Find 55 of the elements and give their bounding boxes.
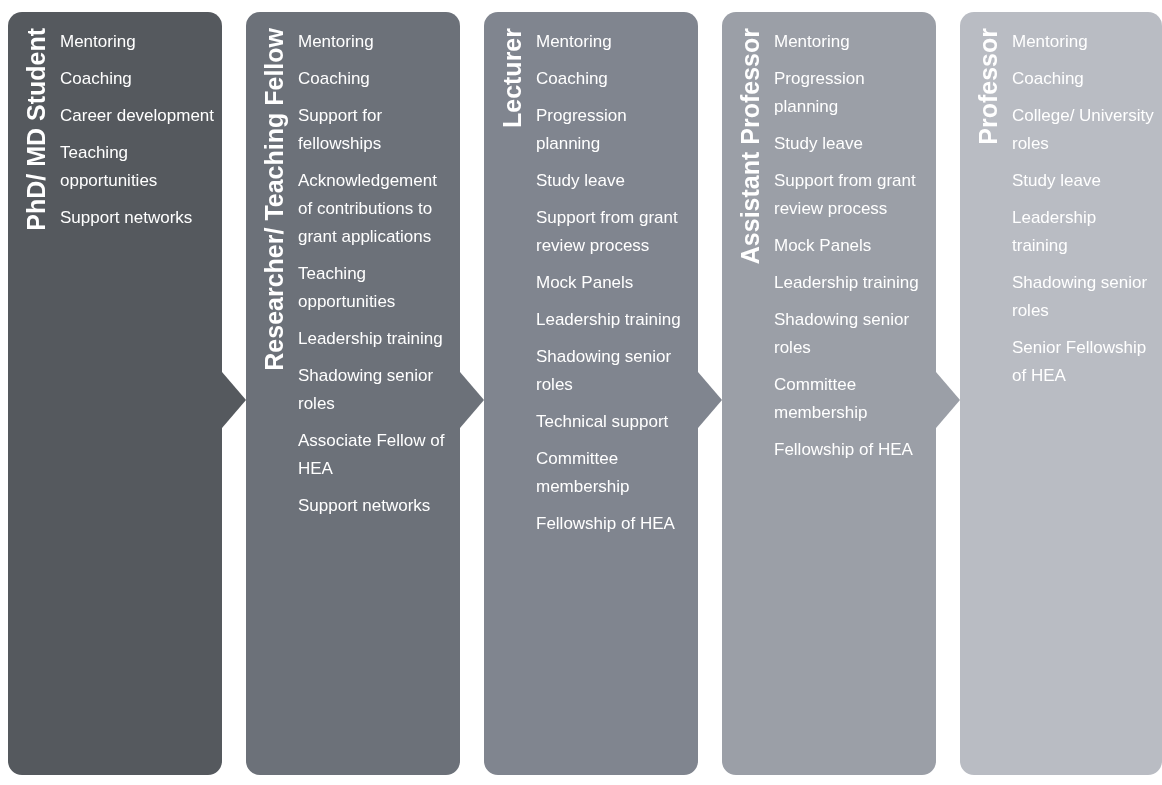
stage-title: Assistant Professor — [735, 28, 765, 265]
stage-title: Lecturer — [497, 28, 527, 129]
support-item: Shadowing senior roles — [298, 365, 435, 415]
support-item: Leadership training — [536, 309, 682, 331]
support-item: Support for fellowships — [298, 105, 384, 155]
support-item: Teaching opportunities — [60, 142, 159, 192]
chevron-arrow — [460, 372, 484, 428]
support-item: Study leave — [536, 170, 626, 192]
support-item: Leadership training — [298, 328, 444, 350]
stage-title: Researcher/ Teaching Fellow — [259, 28, 289, 371]
stage-title: Professor — [973, 28, 1003, 145]
stage-title: PhD/ MD Student — [21, 28, 51, 231]
support-item: Coaching — [60, 68, 133, 90]
support-item: Leadership training — [774, 272, 920, 294]
support-item: Committee membership — [774, 374, 869, 424]
support-item: Mentoring — [60, 31, 137, 53]
chevron-arrow — [222, 372, 246, 428]
support-item: Mentoring — [1012, 31, 1089, 53]
support-item: Teaching opportunities — [298, 263, 397, 313]
support-item: Progression planning — [774, 68, 866, 118]
support-item: Mentoring — [774, 31, 851, 53]
support-item: Shadowing senior roles — [1012, 272, 1149, 322]
support-item: Shadowing senior roles — [536, 346, 673, 396]
support-item: Coaching — [1012, 68, 1085, 90]
support-item: Associate Fellow of HEA — [298, 430, 446, 480]
stage-column — [960, 12, 1162, 775]
stage-column — [484, 12, 698, 775]
support-item: Shadowing senior roles — [774, 309, 911, 359]
support-item: Mentoring — [536, 31, 613, 53]
support-item: Acknowledgement of contributions to grant applications — [298, 170, 438, 248]
support-item: Technical support — [536, 411, 670, 433]
stage-column — [246, 12, 460, 775]
support-item: Leadership training — [1012, 207, 1098, 257]
support-item: Coaching — [298, 68, 371, 90]
support-item: Support networks — [60, 207, 194, 229]
support-item: Support networks — [298, 495, 432, 517]
support-item: Fellowship of HEA — [774, 439, 914, 461]
support-item: Career development — [60, 105, 216, 127]
support-item: Support from grant review process — [774, 170, 917, 220]
support-item: Mentoring — [298, 31, 375, 53]
stage-column — [722, 12, 936, 775]
chevron-arrow — [698, 372, 722, 428]
support-item: Study leave — [1012, 170, 1102, 192]
support-item: Senior Fellowship of HEA — [1012, 337, 1148, 387]
support-item: Committee membership — [536, 448, 631, 498]
support-item: Study leave — [774, 133, 864, 155]
support-item: College/ University roles — [1012, 105, 1155, 155]
support-item: Mock Panels — [536, 272, 635, 294]
chevron-arrow — [936, 372, 960, 428]
support-item: Mock Panels — [774, 235, 873, 257]
support-item: Coaching — [536, 68, 609, 90]
support-item: Fellowship of HEA — [536, 513, 676, 535]
support-item: Support from grant review process — [536, 207, 679, 257]
support-item: Progression planning — [536, 105, 628, 155]
stage-column — [8, 12, 222, 775]
